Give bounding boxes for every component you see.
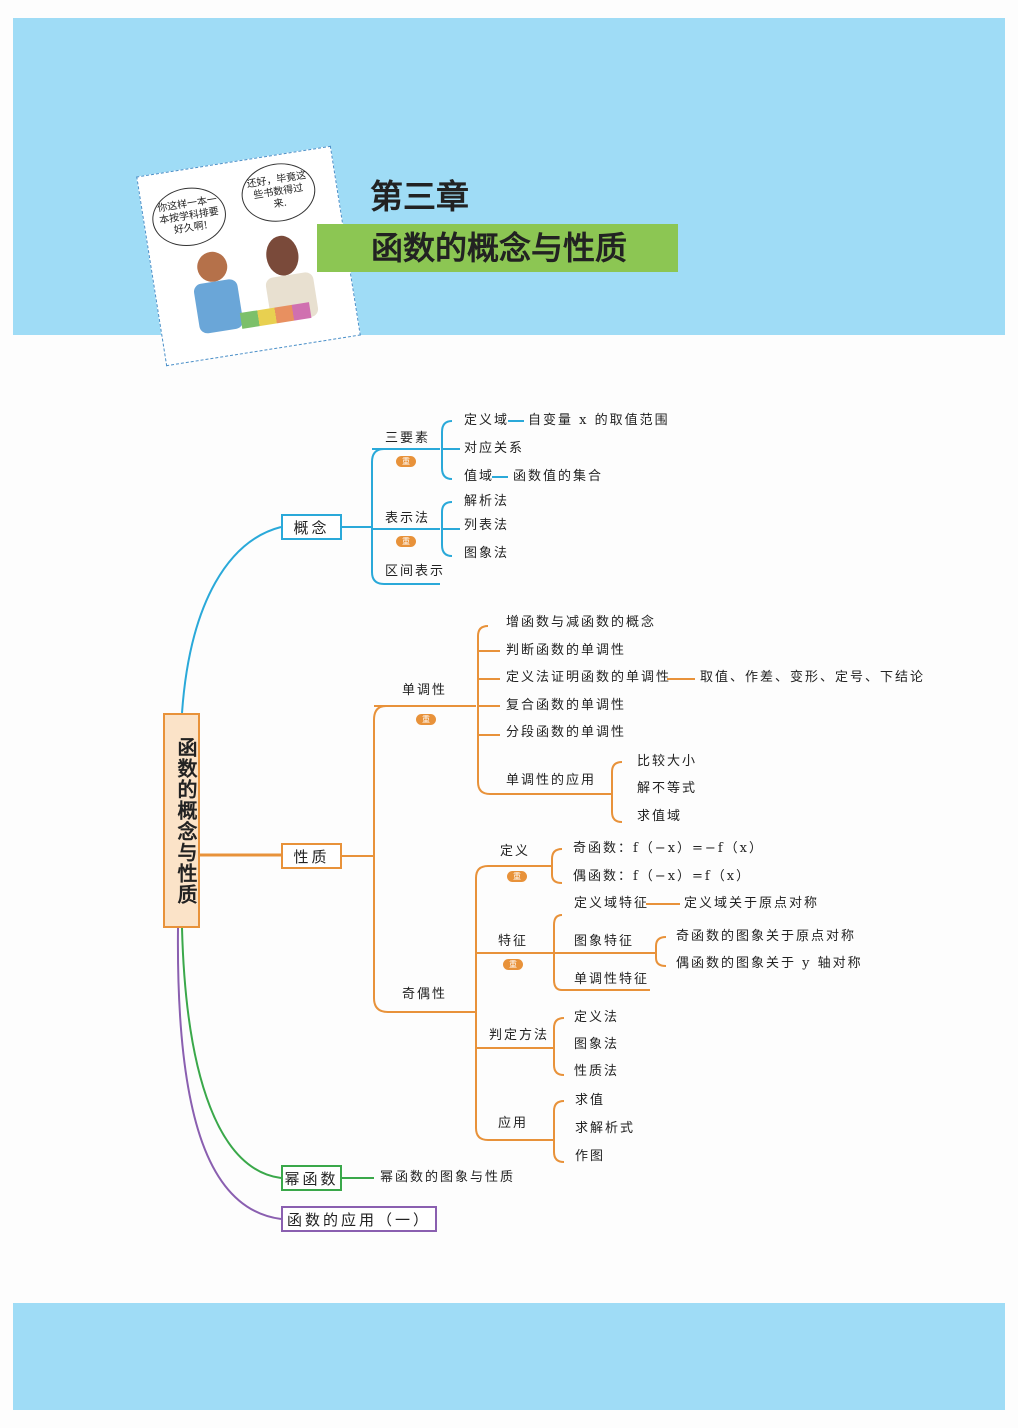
judge-label: 判定方法 [489,1028,550,1043]
graph-odd: 奇函数的图象关于原点对称 [676,929,857,944]
list-item: 解不等式 [637,781,698,796]
domain-desc: 自变量 x 的取值范围 [528,413,670,428]
representation-label: 表示法 [385,511,431,526]
apply-label: 应用 [498,1116,529,1131]
monotonic-label: 单调性 [402,683,448,698]
list-item: 求解析式 [575,1121,636,1136]
list-item: 分段函数的单调性 [506,725,627,740]
feature-label: 特征 [498,934,529,949]
list-item: 图象法 [574,1037,620,1052]
key-badge: 重 [396,456,416,467]
mono-application-label: 单调性的应用 [506,773,597,788]
list-item: 判断函数的单调性 [506,643,627,658]
key-badge: 重 [396,536,416,547]
node-power-function: 幂函数 [281,1165,342,1191]
proof-steps: 取值、作差、变形、定号、下结论 [700,670,926,685]
odd-definition: 奇函数：f（−x）=−f（x） [573,841,764,856]
power-desc: 幂函数的图象与性质 [380,1170,516,1185]
chapter-title: 函数的概念与性质 [317,224,678,272]
list-item: 增函数与减函数的概念 [506,615,657,630]
chapter-number: 第三章 [370,177,469,216]
graph-even: 偶函数的图象关于 y 轴对称 [676,956,863,971]
list-item: 图象法 [464,546,510,561]
definition-label: 定义 [500,844,531,859]
mono-feature: 单调性特征 [574,972,650,987]
list-item: 求值域 [637,809,683,824]
node-concept: 概念 [281,514,342,540]
domain-feature: 定义域特征 [574,896,650,911]
mapping-label: 对应关系 [464,441,525,456]
even-definition: 偶函数：f（−x）=f（x） [573,869,752,884]
list-item: 求值 [575,1093,606,1108]
graph-feature: 图象特征 [574,934,635,949]
list-item: 复合函数的单调性 [506,698,627,713]
interval-label: 区间表示 [385,564,446,579]
range-desc: 函数值的集合 [513,469,604,484]
list-item: 定义法 [574,1010,620,1025]
node-property: 性质 [281,843,342,869]
footer-band [13,1303,1005,1410]
domain-feature-desc: 定义域关于原点对称 [684,896,820,911]
list-item: 列表法 [464,518,510,533]
list-item: 解析法 [464,494,510,509]
node-function-application: 函数的应用（一） [281,1206,437,1232]
key-badge: 重 [507,871,527,882]
list-item: 作图 [575,1149,606,1164]
elements-label: 三要素 [385,431,431,446]
parity-label: 奇偶性 [402,987,448,1002]
list-item: 比较大小 [637,754,698,769]
list-item: 定义法证明函数的单调性 [506,670,672,685]
domain-label: 定义域 [464,413,510,428]
range-label: 值域 [464,469,495,484]
key-badge: 重 [503,959,523,970]
root-node: 函数的概念与性质 [163,713,200,928]
key-badge: 重 [416,714,436,725]
list-item: 性质法 [574,1064,620,1079]
